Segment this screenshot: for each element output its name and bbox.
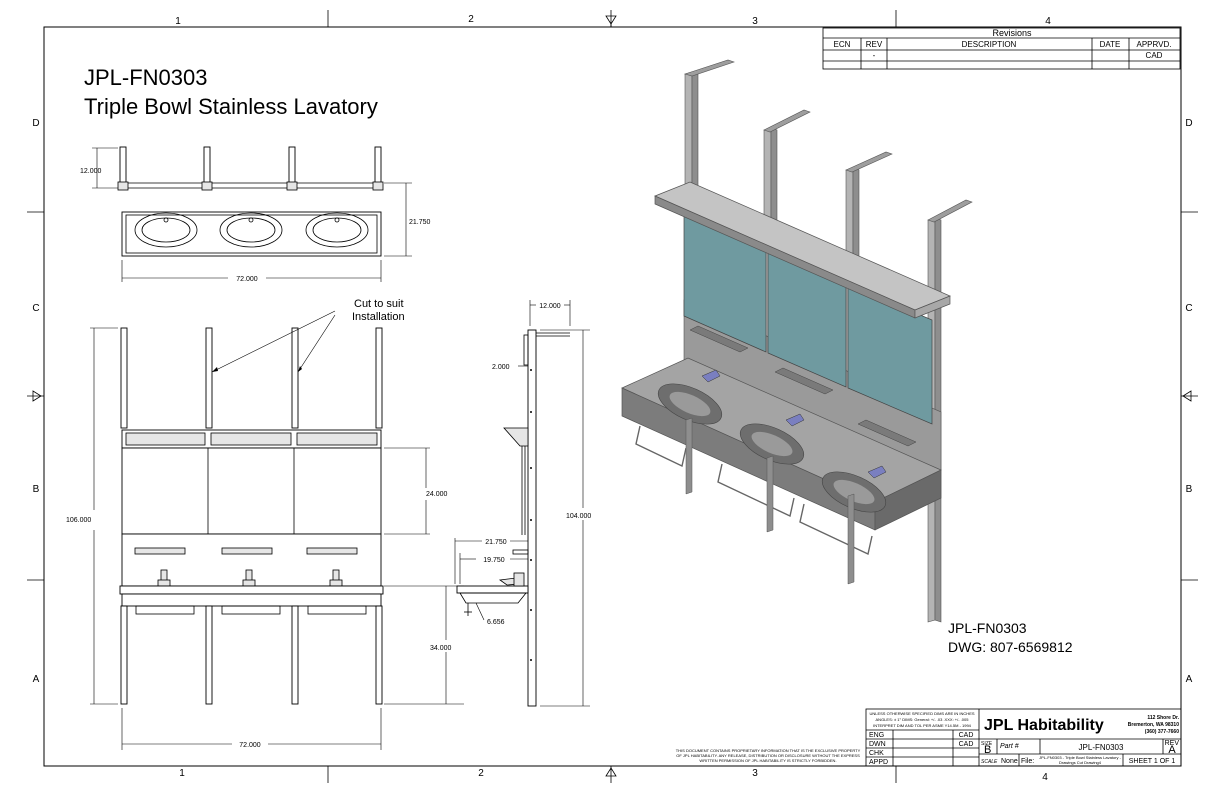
note-cut-to-suit: Cut to suit bbox=[354, 298, 404, 310]
file-value-2: Drawings Cut Drawing4 bbox=[1059, 760, 1102, 765]
tolerance-line-3: INTERPRET DIM AND TOL PER ASME Y14.5M - … bbox=[873, 723, 972, 728]
zone-row-c-left: C bbox=[32, 303, 39, 314]
company-address-1: 112 Shore Dr. bbox=[1147, 715, 1179, 721]
zone-col-2-bottom: 2 bbox=[478, 768, 484, 779]
zone-col-4-bottom: 4 bbox=[1042, 772, 1048, 783]
role-dwn: DWN bbox=[869, 741, 886, 748]
isometric-view bbox=[621, 59, 973, 623]
revisions-header: Revisions bbox=[992, 28, 1032, 38]
front-view bbox=[119, 327, 384, 705]
role-dwn-value: CAD bbox=[959, 741, 974, 748]
zone-col-3-top: 3 bbox=[752, 16, 758, 27]
iso-dwg-number: DWG: 807-6569812 bbox=[948, 639, 1073, 655]
zone-row-a-left: A bbox=[33, 674, 40, 685]
dim-counter-height: 34.000 bbox=[430, 645, 452, 652]
part-value: JPL-FN0303 bbox=[1079, 743, 1124, 752]
dim-top-depth: 12.000 bbox=[80, 168, 102, 175]
rev-label: REV bbox=[1165, 740, 1180, 747]
proprietary-note: THIS DOCUMENT CONTAINS PROPRIETARY INFOR… bbox=[676, 748, 861, 763]
file-value-1: JPL-FN0303 - Triple Bowl Stainless Lavat… bbox=[1039, 755, 1121, 760]
centering-marks bbox=[32, 15, 1192, 777]
dim-side-offset: 2.000 bbox=[492, 364, 510, 371]
front-view-dimensions: 106.000 24.000 34.000 72.000 bbox=[66, 327, 464, 750]
dim-front-height: 106.000 bbox=[66, 517, 91, 524]
sheet-number: SHEET 1 OF 1 bbox=[1129, 758, 1176, 765]
dim-side-shelf-depth: 12.000 bbox=[539, 303, 561, 310]
proprietary-line-2: OF JPL HABITABILITY. ANY RELEASE, DISTRI… bbox=[676, 753, 860, 758]
cut-to-suit-note: Cut to suit Installation bbox=[211, 298, 405, 373]
role-chk: CHK bbox=[869, 750, 884, 757]
dim-front-length: 72.000 bbox=[239, 742, 261, 749]
tolerance-line-2: ANGLES: ± 1° DIMS: General: +/- .03 .XXX… bbox=[876, 717, 970, 722]
proprietary-line-3: WRITTEN PERMISSION OF JPL HABITABILITY I… bbox=[699, 758, 836, 763]
rev-col-apprvd: APPRVD. bbox=[1137, 40, 1172, 49]
drawing-description: Triple Bowl Stainless Lavatory bbox=[84, 94, 378, 119]
dim-top-width-depth: 21.750 bbox=[409, 219, 431, 226]
file-label: File: bbox=[1021, 758, 1034, 765]
proprietary-line-1: THIS DOCUMENT CONTAINS PROPRIETARY INFOR… bbox=[676, 748, 861, 753]
zone-dividers bbox=[27, 10, 1198, 783]
rev-row-apprvd: CAD bbox=[1146, 51, 1163, 60]
tolerance-line-1: UNLESS OTHERWISE SPECIFIED DIMS ARE IN I… bbox=[869, 711, 974, 716]
role-eng: ENG bbox=[869, 732, 884, 739]
scale-value: None bbox=[1001, 758, 1018, 765]
zone-row-c-right: C bbox=[1185, 303, 1192, 314]
dim-side-bowl: 19.750 bbox=[483, 557, 505, 564]
revisions-table: Revisions ECN REV DESCRIPTION DATE APPRV… bbox=[822, 27, 1181, 70]
rev-col-ecn: ECN bbox=[834, 40, 851, 49]
title-block: UNLESS OTHERWISE SPECIFIED DIMS ARE IN I… bbox=[865, 708, 1182, 767]
dim-side-height: 104.000 bbox=[566, 513, 591, 520]
company-phone: (360) 377-7660 bbox=[1145, 729, 1179, 735]
zone-row-a-right: A bbox=[1186, 674, 1193, 685]
rev-col-description: DESCRIPTION bbox=[962, 40, 1017, 49]
iso-part-number: JPL-FN0303 bbox=[948, 620, 1027, 636]
company-name: JPL Habitability bbox=[984, 717, 1104, 734]
zone-col-3-bottom: 3 bbox=[752, 768, 758, 779]
size-label: SIZE bbox=[981, 741, 993, 747]
inner-border bbox=[43, 26, 1182, 767]
part-label: Part # bbox=[1000, 743, 1019, 750]
top-view bbox=[117, 146, 384, 257]
zone-col-2-top: 2 bbox=[468, 14, 474, 25]
role-appd: APPD bbox=[869, 759, 888, 766]
dim-mirror-height: 24.000 bbox=[426, 491, 448, 498]
company-address-2: Bremerton, WA 98310 bbox=[1128, 722, 1179, 728]
zone-col-1-bottom: 1 bbox=[179, 768, 185, 779]
rev-col-date: DATE bbox=[1100, 40, 1121, 49]
zone-col-4-top: 4 bbox=[1045, 16, 1051, 27]
rev-row-rev: - bbox=[873, 51, 876, 60]
size-value: B bbox=[984, 744, 991, 756]
drawing-part-number: JPL-FN0303 bbox=[84, 65, 208, 90]
zone-labels: 1 2 3 4 1 2 3 4 D C B A D C B A bbox=[32, 14, 1192, 783]
rev-value: A bbox=[1168, 744, 1176, 756]
dim-top-length: 72.000 bbox=[236, 276, 258, 283]
zone-col-1-top: 1 bbox=[175, 16, 181, 27]
zone-row-d-left: D bbox=[32, 118, 39, 129]
zone-row-b-right: B bbox=[1186, 484, 1193, 495]
dim-side-depth: 21.750 bbox=[485, 539, 507, 546]
side-view-dimensions: 12.000 2.000 21.750 19.750 6.656 104.000 bbox=[454, 300, 591, 707]
zone-row-b-left: B bbox=[33, 484, 40, 495]
rev-col-rev: REV bbox=[866, 40, 883, 49]
scale-label: SCALE bbox=[981, 759, 998, 765]
zone-row-d-right: D bbox=[1185, 118, 1192, 129]
side-view bbox=[456, 329, 570, 707]
dim-side-small: 6.656 bbox=[487, 619, 505, 626]
note-installation: Installation bbox=[352, 311, 405, 323]
role-eng-value: CAD bbox=[959, 732, 974, 739]
top-view-dimensions: 12.000 21.750 72.000 bbox=[80, 147, 431, 283]
